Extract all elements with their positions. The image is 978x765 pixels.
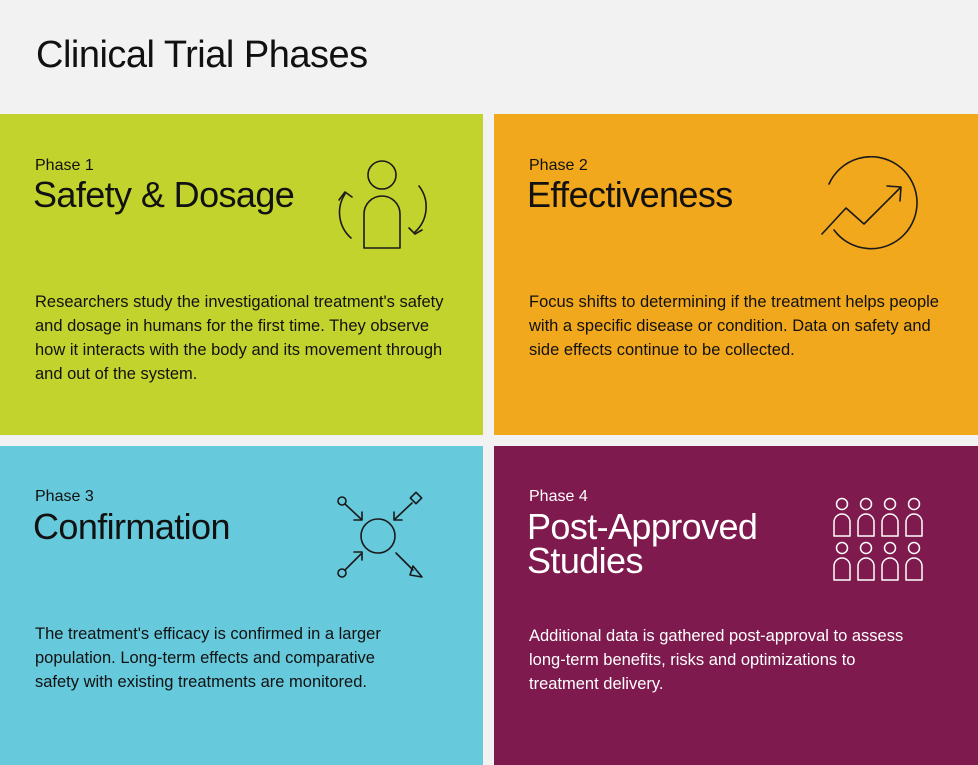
person-body-icon [833, 513, 851, 537]
phase-description: Researchers study the investigational tr… [35, 293, 444, 383]
trend-up-icon [816, 156, 924, 252]
phase-card-3: Phase 3 Confirmation The treatment's eff… [0, 446, 483, 765]
phase-card-1: Phase 1 Safety & Dosage Researchers stud… [0, 114, 483, 435]
phase-title: Post-Approved Studies [527, 506, 758, 581]
phase-title: Confirmation [33, 506, 230, 547]
phase-label: Phase 1 [35, 157, 94, 174]
phase-description: The treatment's efficacy is confirmed in… [35, 625, 381, 691]
person-body-icon [857, 557, 875, 581]
phase-description: Focus shifts to determining if the treat… [529, 293, 939, 359]
person-body-icon [833, 557, 851, 581]
phase-title: Effectiveness [527, 174, 733, 215]
phase-card-2: Phase 2 Effectiveness Focus shifts to de… [494, 114, 978, 435]
person-body-icon [881, 513, 899, 537]
person-head-icon [835, 541, 849, 555]
phase-label: Phase 3 [35, 488, 94, 505]
person-head-icon [907, 541, 921, 555]
person-cycle-icon [330, 158, 434, 254]
person-body-icon [857, 513, 875, 537]
person-head-icon [835, 497, 849, 511]
population-grid-icon [830, 494, 926, 582]
phase-card-4: Phase 4 Post-Approved Studies Additional… [494, 446, 978, 765]
phase-description: Additional data is gathered post-approva… [529, 627, 904, 693]
person-body-icon [881, 557, 899, 581]
person-head-icon [883, 541, 897, 555]
phase-label: Phase 4 [529, 488, 588, 505]
person-body-icon [905, 557, 923, 581]
person-head-icon [859, 497, 873, 511]
phase-title: Safety & Dosage [33, 174, 295, 215]
person-head-icon [859, 541, 873, 555]
converging-arrows-icon [330, 490, 434, 582]
person-body-icon [905, 513, 923, 537]
page-title: Clinical Trial Phases [36, 34, 368, 76]
phase-label: Phase 2 [529, 157, 588, 174]
person-head-icon [907, 497, 921, 511]
person-head-icon [883, 497, 897, 511]
